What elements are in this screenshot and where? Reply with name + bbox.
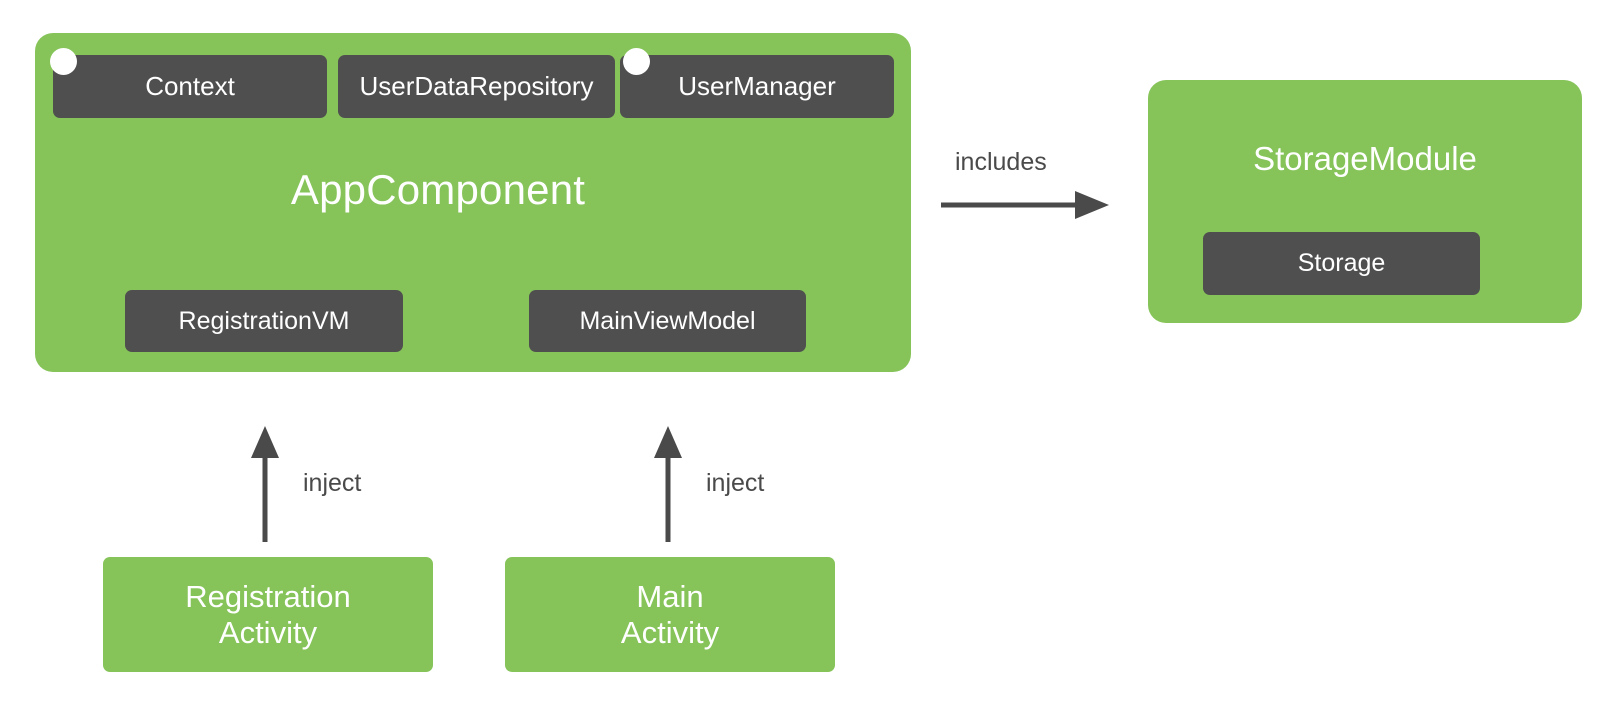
provision-chip-context[interactable]: Context bbox=[53, 55, 327, 118]
view-model-chip-main-view-model[interactable]: MainViewModel bbox=[529, 290, 806, 352]
provision-chip-user-data-repository[interactable]: UserDataRepository bbox=[338, 55, 615, 118]
inject-label-main: inject bbox=[706, 469, 765, 497]
provision-dot-user-manager-icon bbox=[623, 48, 650, 75]
storage-module-title: StorageModule bbox=[1253, 140, 1477, 177]
activity-registration[interactable]: Registration Activity bbox=[103, 557, 433, 672]
inject-arrow-main-icon bbox=[654, 426, 682, 542]
view-model-chip-registration-vm[interactable]: RegistrationVM bbox=[125, 290, 403, 352]
provision-chip-user-manager[interactable]: UserManager bbox=[620, 55, 894, 118]
inject-arrow-registration-icon bbox=[251, 426, 279, 542]
inject-label-registration: inject bbox=[303, 469, 362, 497]
app-component-title: AppComponent bbox=[290, 166, 586, 213]
provision-dot-context-icon bbox=[50, 48, 77, 75]
includes-label: includes bbox=[955, 148, 1047, 176]
includes-arrow-icon bbox=[941, 191, 1109, 219]
binding-chip-storage[interactable]: Storage bbox=[1203, 232, 1480, 295]
activity-main[interactable]: Main Activity bbox=[505, 557, 835, 672]
